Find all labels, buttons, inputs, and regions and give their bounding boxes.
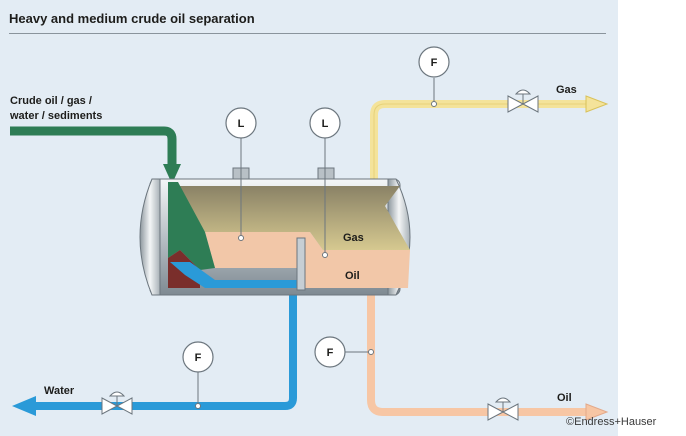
water-outlet-label: Water — [44, 385, 75, 397]
oil-outlet-pipe — [367, 292, 590, 416]
water-outlet-arrow — [12, 396, 36, 416]
level-instrument-left — [225, 107, 257, 139]
title-divider — [9, 33, 606, 34]
vessel-gas-label: Gas — [343, 232, 364, 244]
crude-inlet-pipe — [10, 126, 177, 168]
oil-flow-meter — [314, 336, 346, 368]
gas-outlet-pipe-edge — [373, 103, 590, 185]
level-instrument-right-symbol: L — [322, 118, 329, 130]
vessel-weir-plate — [296, 237, 306, 291]
gas-flow-meter — [418, 46, 450, 78]
gas-flow-meter-symbol: F — [431, 57, 438, 69]
water-flow-meter-tap — [195, 403, 201, 409]
oil-flow-meter-tap — [368, 349, 374, 355]
gas-flow-meter-tap — [431, 101, 437, 107]
vessel-water-layer — [170, 262, 303, 288]
level-instrument-right — [309, 107, 341, 139]
oil-outlet-arrow — [585, 403, 609, 421]
separator-left-head — [139, 178, 161, 296]
oil-outlet-label: Oil — [557, 392, 572, 404]
level-nozzle-right — [317, 167, 335, 180]
level-instrument-left-symbol: L — [238, 118, 245, 130]
vessel-inlet-flow — [168, 182, 215, 270]
level-instrument-left-probe — [238, 235, 244, 241]
inlet-label-line1: Crude oil / gas / — [10, 95, 92, 107]
gas-outlet-arrow — [585, 95, 609, 113]
crude-inlet-arrow — [163, 164, 181, 184]
water-flow-meter — [182, 341, 214, 373]
oil-flow-meter-symbol: F — [327, 347, 334, 359]
oil-control-valve — [487, 397, 519, 421]
gas-control-valve — [507, 89, 539, 113]
water-control-valve — [101, 391, 133, 415]
vessel-oil-zone — [205, 232, 410, 288]
vessel-gas-zone — [170, 186, 410, 250]
water-flow-meter-symbol: F — [195, 352, 202, 364]
gas-outlet-pipe — [370, 100, 590, 185]
diagram-title: Heavy and medium crude oil separation — [9, 11, 255, 26]
gas-outlet-label: Gas — [556, 84, 577, 96]
water-outlet-pipe — [32, 290, 297, 410]
vessel-oil-label: Oil — [345, 270, 360, 282]
copyright-notice: ©Endress+Hauser — [566, 416, 657, 428]
inlet-label-line2: water / sediments — [9, 110, 102, 122]
level-instrument-right-probe — [322, 252, 328, 258]
